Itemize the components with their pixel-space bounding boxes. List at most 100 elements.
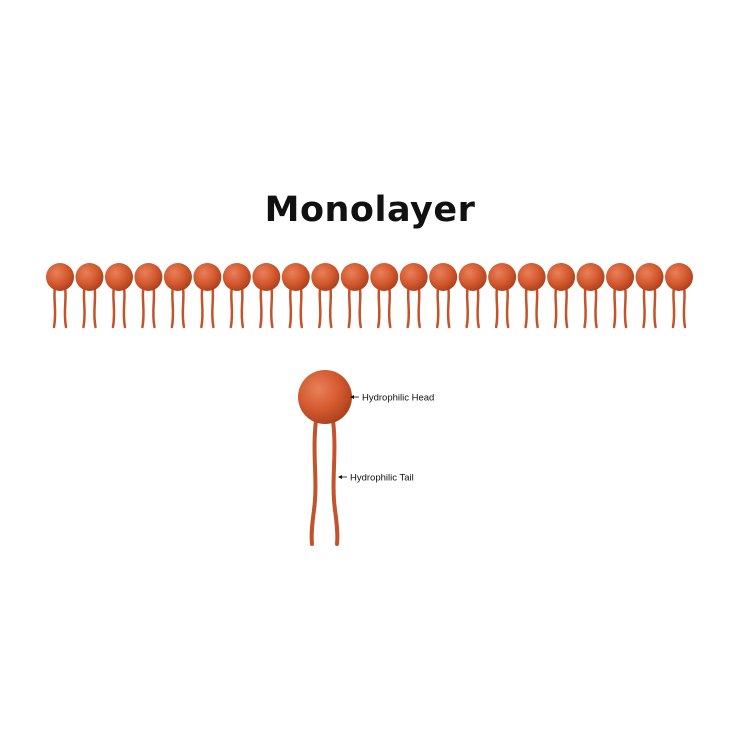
tail-left (229, 285, 234, 329)
phospholipid-molecule (429, 263, 458, 329)
tail-left (376, 285, 381, 329)
phospholipid-molecule (606, 263, 635, 329)
tail-left (612, 285, 617, 329)
tail-left (406, 285, 411, 329)
tail-right (299, 285, 304, 329)
phospholipid-molecule (222, 263, 251, 329)
tail-left (52, 285, 57, 329)
tail-right (417, 285, 421, 329)
hydrophilic-head (488, 263, 517, 291)
tail-right (152, 285, 156, 329)
phospholipid-molecule (576, 263, 605, 329)
hydrophilic-head (134, 263, 163, 291)
tail-right (564, 285, 569, 329)
tail-right (269, 285, 274, 329)
tail-right (623, 285, 628, 329)
monolayer-row (46, 263, 693, 329)
phospholipid-molecule (163, 263, 192, 329)
tail-left (111, 285, 116, 329)
tail-left (170, 285, 175, 329)
hydrophilic-head (298, 370, 352, 424)
hydrophilic-head (104, 263, 133, 291)
tail-left (465, 285, 470, 329)
tail-left (309, 418, 318, 546)
tail-left (288, 285, 293, 329)
phospholipid-molecule (665, 263, 693, 329)
hydrophilic-head (193, 263, 222, 291)
hydrophilic-head (429, 263, 458, 291)
tail-right (594, 285, 598, 329)
diagram-title: Monolayer (264, 190, 476, 230)
tail-label: Hydrophilic Tail (350, 473, 414, 484)
tail-right (358, 285, 363, 329)
hydrophilic-head (252, 263, 281, 291)
tail-left (141, 285, 145, 329)
tail-left (524, 285, 529, 329)
tail-right (63, 285, 68, 329)
phospholipid-molecule (458, 263, 487, 329)
tail-right (446, 285, 451, 329)
phospholipid-molecule (547, 263, 576, 329)
phospholipid-molecule (134, 263, 163, 329)
phospholipid-molecule (193, 263, 222, 329)
tail-right (328, 285, 333, 329)
tail-right (240, 285, 245, 329)
phospholipid-molecule (311, 263, 340, 329)
tail-right (210, 285, 215, 329)
phospholipid-molecule (635, 263, 664, 329)
hydrophilic-head (163, 263, 192, 291)
tail-left (318, 285, 322, 329)
tail-right (476, 285, 480, 329)
tail-right (331, 418, 340, 546)
tail-right (682, 285, 687, 329)
phospholipid-molecule (46, 263, 74, 329)
hydrophilic-head (458, 263, 487, 291)
hydrophilic-head (340, 263, 369, 291)
phospholipid-molecule (281, 263, 310, 329)
tail-left (347, 285, 352, 329)
phospholipid-molecule (517, 263, 546, 329)
tail-label-group: Hydrophilic Tail (338, 473, 414, 484)
hydrophilic-head (606, 263, 635, 291)
phospholipid-molecule (75, 263, 104, 329)
phospholipid-molecule (370, 263, 399, 329)
hydrophilic-head (75, 263, 104, 291)
phospholipid-molecule (340, 263, 369, 329)
hydrophilic-head (222, 263, 251, 291)
tail-right (387, 285, 392, 329)
hydrophilic-head (665, 263, 693, 291)
tail-right (93, 285, 97, 329)
tail-left (259, 285, 263, 329)
tail-left (642, 285, 646, 329)
phospholipid-molecule (488, 263, 517, 329)
single-phospholipid (298, 370, 352, 546)
phospholipid-molecule (104, 263, 133, 329)
tail-right (505, 285, 510, 329)
tail-pointer-arrow (338, 475, 342, 479)
hydrophilic-head (576, 263, 605, 291)
head-pointer-arrow (350, 395, 354, 399)
tail-left (671, 285, 676, 329)
tail-left (200, 285, 204, 329)
hydrophilic-head (399, 263, 428, 291)
tail-right (122, 285, 127, 329)
head-label-group: Hydrophilic Head (350, 393, 434, 404)
head-label: Hydrophilic Head (362, 393, 434, 404)
hydrophilic-head (517, 263, 546, 291)
hydrophilic-head (635, 263, 664, 291)
tail-left (583, 285, 587, 329)
hydrophilic-head (370, 263, 399, 291)
hydrophilic-head (311, 263, 340, 291)
hydrophilic-head (281, 263, 310, 291)
hydrophilic-head (547, 263, 576, 291)
tail-right (181, 285, 186, 329)
tail-left (435, 285, 440, 329)
tail-right (653, 285, 657, 329)
phospholipid-molecule (399, 263, 428, 329)
tail-left (553, 285, 558, 329)
tail-right (535, 285, 539, 329)
tail-left (82, 285, 86, 329)
phospholipid-molecule (252, 263, 281, 329)
